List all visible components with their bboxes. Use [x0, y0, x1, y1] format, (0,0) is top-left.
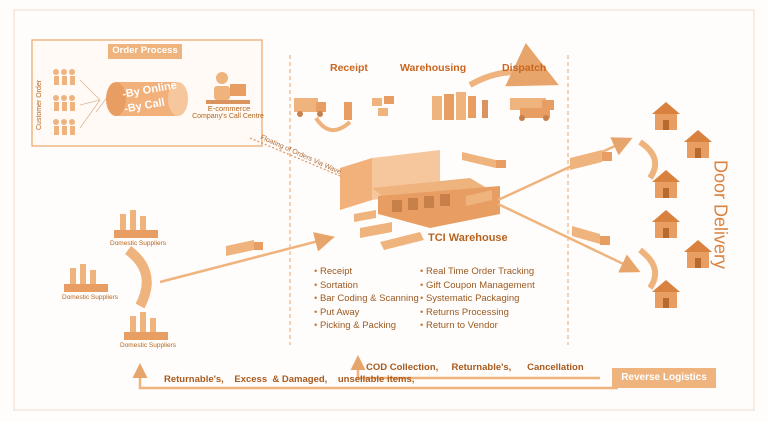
dispatch-curve-arrow: [468, 42, 559, 88]
call-centre-label: Company's Call Centre: [192, 113, 264, 120]
list-item: Gift Coupon Management: [420, 279, 535, 293]
warehouse-label: TCI Warehouse: [428, 232, 508, 244]
order-process-title-bg: [108, 44, 182, 59]
cod-return-line: [350, 355, 600, 380]
list-item: Bar Coding & Scanning: [314, 292, 419, 306]
stage-dispatch: Dispatch: [502, 62, 547, 74]
reverse-logistics-bg: [612, 368, 716, 388]
list-item: Picking & Packing: [314, 319, 419, 333]
door-delivery-label: Door Delivery: [710, 159, 731, 270]
houses: [652, 102, 712, 308]
list-item: Returns Processing: [420, 306, 535, 320]
list-item: Sortation: [314, 279, 419, 293]
customer-order-label: Customer Order: [36, 79, 43, 130]
list-item: Real Time Order Tracking: [420, 265, 535, 279]
reverse-return-line: [132, 363, 618, 390]
stage-receipt: Receipt: [330, 62, 368, 74]
wave-dotted-line: [249, 137, 346, 179]
call-centre-figure: [206, 72, 250, 104]
warehousing-icons: [432, 92, 488, 120]
delivery-trucks: [570, 150, 612, 245]
receipt-icons: [294, 96, 394, 132]
order-fan-lines: [79, 79, 109, 129]
delivery-curve-bottom: [638, 247, 659, 290]
ecommerce-label: E-commerce: [207, 104, 251, 113]
delivery-arrow-top: [497, 137, 633, 202]
supply-arrow: [159, 232, 335, 284]
delivery-arrow-bottom: [497, 202, 641, 273]
order-cylinder: [106, 82, 188, 116]
cod-line-label: COD Collection, Returnable's, Cancellati…: [366, 362, 584, 373]
warehouse-trucks: [354, 152, 506, 250]
list-item: Put Away: [314, 306, 419, 320]
order-process-title: Order Process: [112, 45, 178, 56]
outer-frame: [13, 9, 755, 411]
returns-line-label: Returnable's, Excess & Damaged, unsellab…: [164, 374, 415, 385]
services-right-list: Real Time Order Tracking Gift Coupon Man…: [420, 265, 535, 333]
supplier-label-1: Domestic Suppliers: [110, 240, 166, 247]
list-item: Systematic Packaging: [420, 292, 535, 306]
supplier-curve-arrow: [124, 245, 152, 309]
warehouse-building: [340, 150, 500, 228]
supply-truck: [226, 240, 263, 256]
supplier-label-3: Domestic Suppliers: [120, 342, 176, 349]
stage-warehousing: Warehousing: [400, 62, 467, 74]
services-left-list: Receipt Sortation Bar Coding & Scanning …: [314, 265, 419, 333]
supplier-factories: [64, 210, 168, 340]
supplier-label-2: Domestic Suppliers: [62, 294, 118, 301]
list-item: Return to Vendor: [420, 319, 535, 333]
reverse-logistics-label: Reverse Logistics: [621, 372, 707, 383]
list-item: Receipt: [314, 265, 419, 279]
customer-figures: [53, 69, 75, 135]
dispatch-icons: [510, 98, 554, 121]
delivery-curve-top: [638, 139, 659, 180]
